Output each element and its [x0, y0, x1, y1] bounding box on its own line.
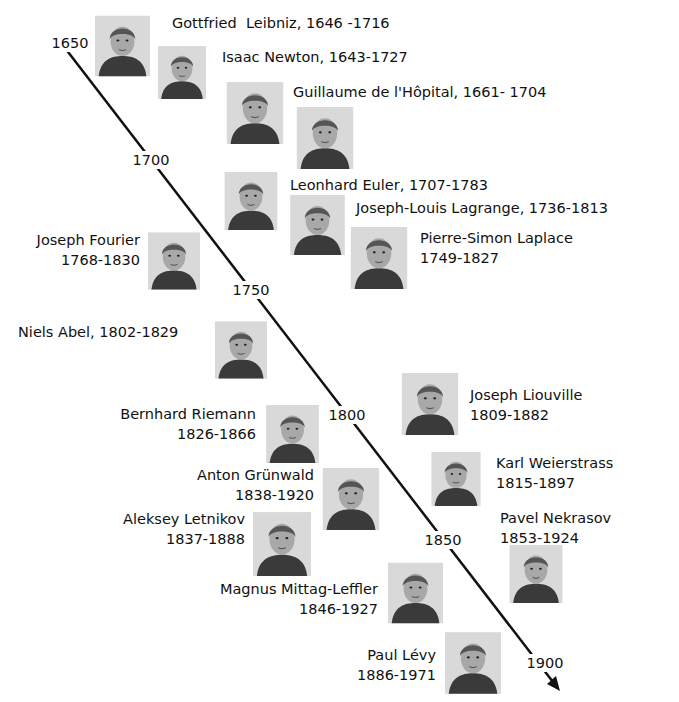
- mathematician-label: 1846-1927: [299, 600, 378, 618]
- year-label: 1850: [423, 531, 464, 549]
- mathematician-label: Isaac Newton, 1643-1727: [222, 48, 408, 66]
- year-label: 1900: [525, 654, 566, 672]
- mathematician-label: Aleksey Letnikov: [123, 510, 245, 528]
- mathematician-label: Pavel Nekrasov: [500, 509, 611, 527]
- axis-arrowhead: [547, 676, 560, 691]
- mathematician-label: 1815-1897: [496, 474, 575, 492]
- mathematician-label: Karl Weierstrass: [496, 454, 613, 472]
- mathematician-label: 1886-1971: [357, 666, 436, 684]
- mathematician-label: Pierre-Simon Laplace: [420, 229, 573, 247]
- year-label: 1750: [231, 281, 272, 299]
- mathematician-label: Joseph-Louis Lagrange, 1736-1813: [356, 199, 608, 217]
- mathematician-label: Anton Grünwald: [197, 466, 314, 484]
- mathematician-label: 1768-1830: [61, 251, 140, 269]
- mathematician-label: Bernhard Riemann: [120, 405, 256, 423]
- mathematician-label: Gottfried Leibniz, 1646 -1716: [172, 14, 390, 32]
- mathematician-label: 1853-1924: [500, 529, 579, 547]
- mathematician-label: Joseph Fourier: [37, 231, 140, 249]
- mathematician-label: 1809-1882: [470, 406, 549, 424]
- mathematician-label: 1826-1866: [177, 425, 256, 443]
- year-label: 1700: [131, 151, 172, 169]
- time-axis: [65, 48, 553, 682]
- mathematician-label: 1837-1888: [166, 530, 245, 548]
- mathematician-label: Paul Lévy: [367, 646, 436, 664]
- mathematician-label: 1838-1920: [235, 486, 314, 504]
- mathematician-label: Leonhard Euler, 1707-1783: [290, 176, 488, 194]
- mathematician-label: Joseph Liouville: [470, 386, 582, 404]
- mathematician-label: Magnus Mittag-Leffler: [220, 580, 378, 598]
- mathematician-label: 1749-1827: [420, 249, 499, 267]
- mathematician-label: Guillaume de l'Hôpital, 1661- 1704: [293, 83, 546, 101]
- mathematician-label: Niels Abel, 1802-1829: [18, 323, 178, 341]
- year-label: 1650: [50, 34, 91, 52]
- year-label: 1800: [327, 406, 368, 424]
